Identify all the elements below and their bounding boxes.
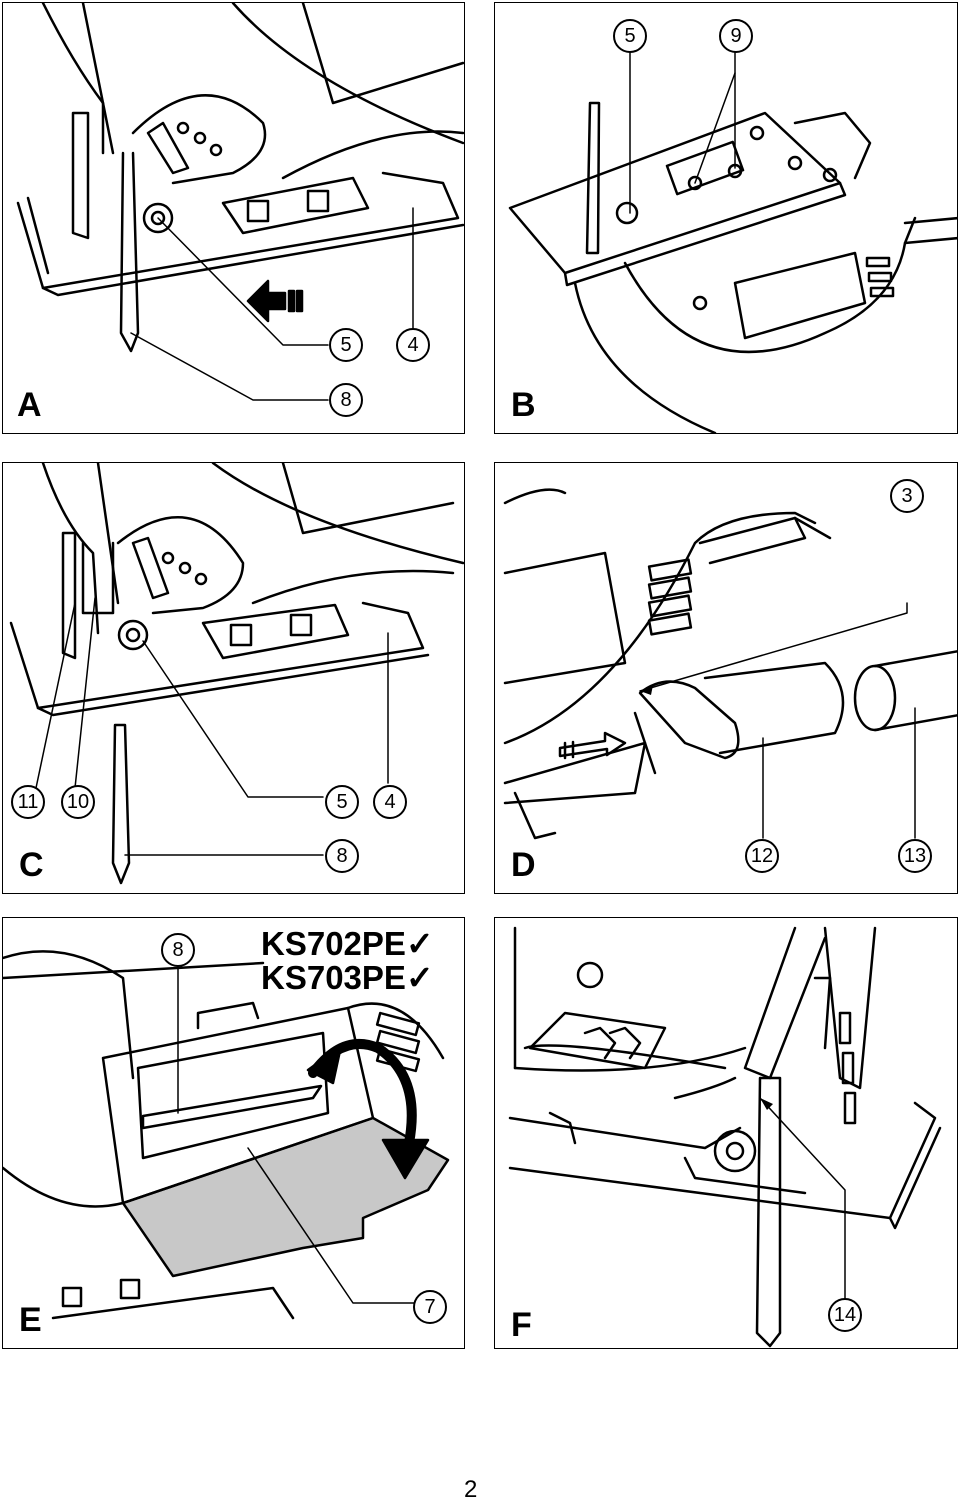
callout-5: 5: [329, 328, 363, 362]
callout-14: 14: [828, 1298, 862, 1332]
figure-panel-b: B 5 9: [494, 2, 958, 434]
callout-13: 13: [898, 839, 932, 873]
check-icon: ✓: [405, 959, 434, 996]
callout-8: 8: [325, 839, 359, 873]
callout-10: 10: [61, 785, 95, 819]
callout-4: 4: [373, 785, 407, 819]
callout-9: 9: [719, 19, 753, 53]
callout-7: 7: [413, 1290, 447, 1324]
blade-guide-roller-drawing: [508, 926, 942, 1348]
page-number: 2: [464, 1476, 478, 1503]
callout-11: 11: [11, 785, 45, 819]
jigsaw-blade-clamp-drawing: [16, 3, 464, 401]
callout-3: 3: [890, 479, 924, 513]
callout-5: 5: [325, 785, 359, 819]
jigsaw-blade-insert-drawing: [9, 463, 464, 885]
panel-letter: A: [17, 386, 42, 424]
model-name: KS702PE: [261, 925, 406, 962]
model-name: KS703PE: [261, 959, 406, 996]
panel-letter: C: [19, 846, 44, 884]
model-ks703pe: KS703PE✓: [261, 960, 434, 996]
panel-letter: B: [511, 386, 536, 424]
check-icon: ✓: [405, 925, 434, 962]
callout-12: 12: [745, 839, 779, 873]
dust-extraction-adapter-drawing: [503, 488, 957, 840]
figure-panel-e: E 8 7 KS702PE✓ KS703PE✓: [2, 917, 465, 1349]
blade-storage-compartment-drawing: [3, 950, 450, 1320]
figure-panel-a: A 5 4 8: [2, 2, 465, 434]
callout-8: 8: [161, 933, 195, 967]
panel-letter: F: [511, 1306, 532, 1344]
callout-4: 4: [396, 328, 430, 362]
callout-8: 8: [329, 383, 363, 417]
callout-5: 5: [613, 19, 647, 53]
jigsaw-base-plate-drawing: [508, 50, 957, 433]
figure-panel-c: C 11 10 5 4 8: [2, 462, 465, 894]
panel-letter: E: [19, 1301, 42, 1339]
model-ks702pe: KS702PE✓: [261, 926, 434, 962]
figure-panel-d: D 3 12 13: [494, 462, 958, 894]
figure-panel-f: F 14: [494, 917, 958, 1349]
panel-letter: D: [511, 846, 536, 884]
